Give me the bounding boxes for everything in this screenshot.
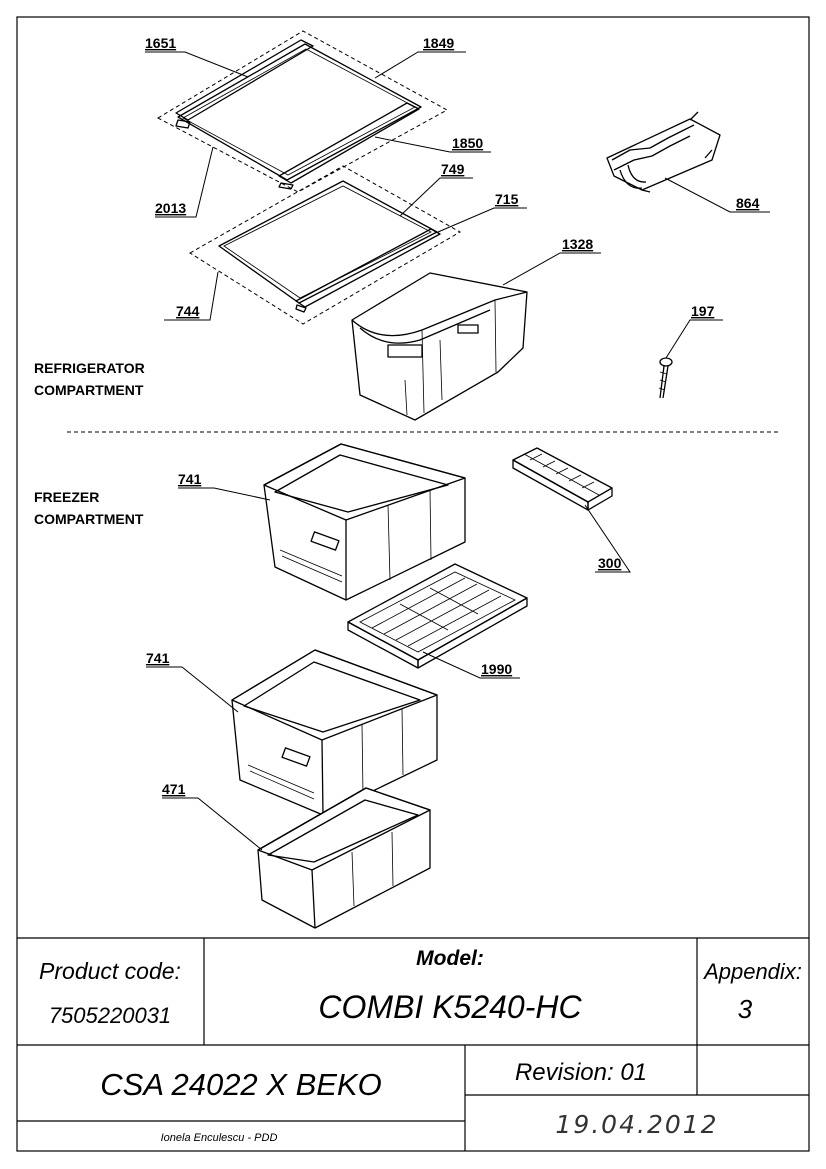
callout-741-upper: 741 [178,471,202,487]
shelf-assembly-2013 [156,30,449,193]
callout-300: 300 [598,555,622,571]
refrigerator-label-line2: COMPARTMENT [34,382,144,398]
shelf-assembly-744 [189,165,462,325]
product-code-label: Product code: [39,958,181,984]
title-block: Product code: 7505220031 Model: COMBI K5… [17,937,809,1151]
freezer-label-line1: FREEZER [34,489,99,505]
product-name: CSA 24022 X BEKO [100,1067,381,1102]
callout-471: 471 [162,781,186,797]
author: Ionela Enculescu - PDD [161,1132,278,1144]
callout-labels: 1651 1849 1850 2013 749 715 744 864 1328… [145,35,760,797]
callout-leaders [145,51,770,851]
freezer-label-line2: COMPARTMENT [34,511,144,527]
revision: Revision: 01 [515,1059,647,1086]
appendix-label: Appendix: [702,959,802,984]
callout-744: 744 [176,303,200,319]
model-label: Model: [416,947,484,970]
callout-741-lower: 741 [146,650,170,666]
part-197 [658,357,673,399]
product-code-value: 7505220031 [49,1003,171,1028]
callout-749: 749 [441,161,465,177]
part-864 [606,111,721,193]
callout-1850: 1850 [452,135,483,151]
callout-1990: 1990 [481,661,512,677]
freezer-drawer-471 [257,787,431,929]
callout-715: 715 [495,191,519,207]
date: 19.04.2012 [555,1110,718,1139]
callout-1651: 1651 [145,35,176,51]
crisper-drawer-1328 [351,272,528,421]
callout-197: 197 [691,303,715,319]
refrigerator-label-line1: REFRIGERATOR [34,360,145,376]
appendix-value: 3 [738,994,753,1024]
ice-tray-300 [512,447,613,511]
callout-1328: 1328 [562,236,593,252]
freezer-drawer-741-upper [263,443,466,601]
freezer-drawer-741-lower [231,649,438,816]
callout-2013: 2013 [155,200,186,216]
model-value: COMBI K5240-HC [318,989,582,1025]
callout-864: 864 [736,195,760,211]
drawing-border [16,16,810,1152]
callout-1849: 1849 [423,35,454,51]
freezer-tray-1990 [347,563,528,669]
